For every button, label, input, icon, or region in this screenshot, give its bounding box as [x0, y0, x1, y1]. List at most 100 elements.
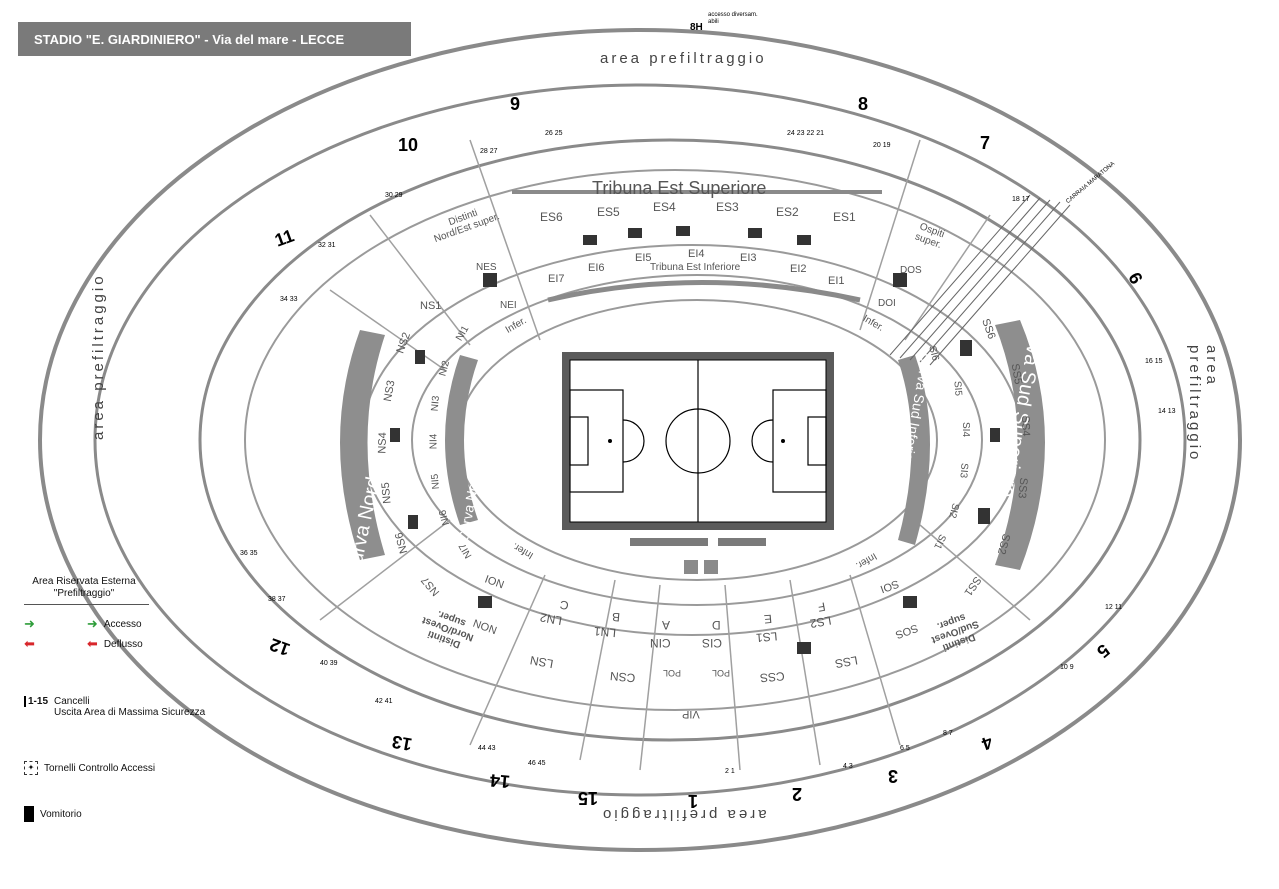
sector-css: CSS — [759, 668, 786, 686]
turnstile-44-43: 44 43 — [478, 745, 496, 752]
sector-ni4: NI4 — [428, 433, 440, 450]
gate-1: 1 — [688, 791, 699, 811]
sector-ei5: EI5 — [635, 252, 652, 264]
sector-ns1: NS1 — [420, 300, 442, 312]
sector-dividers — [319, 139, 1031, 771]
legend-deflusso-row: ⬅ ⬅ Deflusso — [24, 636, 143, 651]
sector-ei2: EI2 — [790, 263, 807, 275]
bench-left — [630, 538, 708, 546]
turnstile-28-27: 28 27 — [480, 148, 498, 155]
sector-si5: SI5 — [951, 380, 964, 397]
gate-9: 9 — [510, 94, 521, 114]
bench-box-2 — [704, 560, 718, 574]
legend-tornelli: Tornelli Controllo Accessi — [44, 762, 156, 774]
upper-tier-outer — [244, 169, 1106, 711]
sector-letter-e: E — [763, 611, 773, 627]
turnstile-20-19: 20 19 — [873, 142, 891, 149]
sector-ss3: SS3 — [1015, 477, 1030, 499]
sector-dos: DOS — [900, 265, 922, 276]
sector-ei1: EI1 — [828, 275, 845, 287]
sector-ni5: NI5 — [429, 473, 442, 490]
sector-ei6: EI6 — [588, 262, 605, 274]
gate-13: 13 — [390, 731, 414, 755]
ospiti-passage — [889, 194, 1071, 366]
tribuna-est-inferiore-label: Tribuna Est Inferiore — [650, 262, 741, 273]
turnstile-36-35: 36 35 — [240, 550, 258, 557]
legend-cancelli-2: Uscita Area di Massima Sicurezza — [54, 707, 206, 718]
turnstile-8-7: 8 7 — [943, 730, 953, 737]
sector-es5: ES5 — [597, 205, 620, 219]
curva-sud-inf-band — [898, 355, 930, 545]
sector-es2: ES2 — [776, 205, 799, 219]
gate-2: 2 — [792, 784, 803, 804]
red-arrow-icon: ⬅ — [24, 636, 35, 651]
turnstile-42-41: 42 41 — [375, 698, 393, 705]
sector-vip: VIP — [682, 708, 700, 720]
area-label-left: area prefiltraggio — [90, 273, 107, 440]
turnstile-38-37: 38 37 — [268, 596, 286, 603]
turnstile-34-33: 34 33 — [280, 296, 298, 303]
turnstile-10-9: 10 9 — [1060, 664, 1074, 671]
tribuna-est-inf-band — [547, 280, 861, 303]
sector-pol-left: POL — [663, 668, 682, 678]
sector-ei7: EI7 — [548, 273, 565, 285]
turnstile-46-45: 46 45 — [528, 760, 546, 767]
curva-nord-sup-band — [340, 330, 385, 560]
middle-perimeter — [93, 83, 1187, 797]
gate-3: 3 — [888, 766, 899, 786]
sector-ei4: EI4 — [688, 248, 705, 260]
sector-csn: CSN — [609, 668, 636, 686]
gate-8h: 8H — [690, 22, 703, 33]
turnstile-4-3: 4 3 — [843, 763, 853, 770]
sector-ns5: NS5 — [379, 481, 394, 505]
gate-7: 7 — [980, 133, 991, 153]
legend-title-1: Area Riservata Esterna — [32, 576, 136, 587]
tribuna-est-superiore-label: Tribuna Est Superiore — [592, 178, 767, 198]
turnstile-16-15: 16 15 — [1145, 358, 1163, 365]
turnstile-18-17: 18 17 — [1012, 196, 1030, 203]
turnstile-24-21: 24 23 22 21 — [787, 130, 824, 137]
curva-nord-inf-band — [445, 355, 478, 525]
legend-gate-symbol: 1-15 — [24, 696, 48, 707]
turnstile-2-1: 2 1 — [725, 768, 735, 775]
sector-cin: CIN — [650, 636, 671, 650]
legend-tornelli-row: ✦ Tornelli Controllo Accessi — [24, 761, 155, 775]
sector-si4: SI4 — [960, 421, 972, 438]
curva-sud-sup-band — [995, 320, 1045, 570]
outer-perimeter — [38, 28, 1242, 852]
gate-10: 10 — [398, 135, 419, 155]
sector-ei3: EI3 — [740, 252, 757, 264]
map-title: STADIO "E. GIARDINIERO" - Via del mare -… — [18, 22, 411, 56]
sector-ns4: NS4 — [376, 432, 390, 454]
sector-es4: ES4 — [653, 200, 676, 214]
sector-es3: ES3 — [716, 200, 739, 214]
legend: Area Riservata Esterna "Prefiltraggio" ➜… — [24, 576, 214, 822]
bench-box-1 — [684, 560, 698, 574]
sector-letter-b: B — [611, 609, 621, 625]
sector-nes: NES — [476, 262, 497, 273]
sector-es6: ES6 — [540, 210, 563, 224]
sector-ln1: LN1 — [593, 624, 617, 640]
turnstile-30-29: 30 29 — [385, 192, 403, 199]
vomitorio-icon — [24, 806, 34, 822]
legend-vomitorio: Vomitorio — [40, 808, 82, 820]
sector-es1: ES1 — [833, 210, 856, 224]
legend-deflusso: Deflusso — [103, 638, 143, 650]
sector-letter-d: D — [712, 618, 721, 632]
bench-right — [718, 538, 766, 546]
sector-doi: DOI — [878, 298, 896, 309]
legend-vomitorio-row: Vomitorio — [24, 806, 82, 822]
legend-accesso: Accesso — [103, 618, 142, 630]
lower-tier-outer — [411, 274, 983, 606]
sector-letter-a: A — [662, 618, 671, 632]
turnstile-6-5: 6 5 — [900, 745, 910, 752]
sector-pol-right: POL — [712, 668, 731, 678]
area-label-right: area prefiltraggio — [1186, 345, 1220, 463]
sector-cis: CIS — [702, 636, 723, 650]
turnstile-14-13: 14 13 — [1158, 408, 1176, 415]
legend-cancelli-1: Cancelli — [54, 696, 90, 707]
area-label-top: area prefiltraggio — [600, 50, 767, 67]
sector-ni3: NI3 — [429, 395, 442, 412]
